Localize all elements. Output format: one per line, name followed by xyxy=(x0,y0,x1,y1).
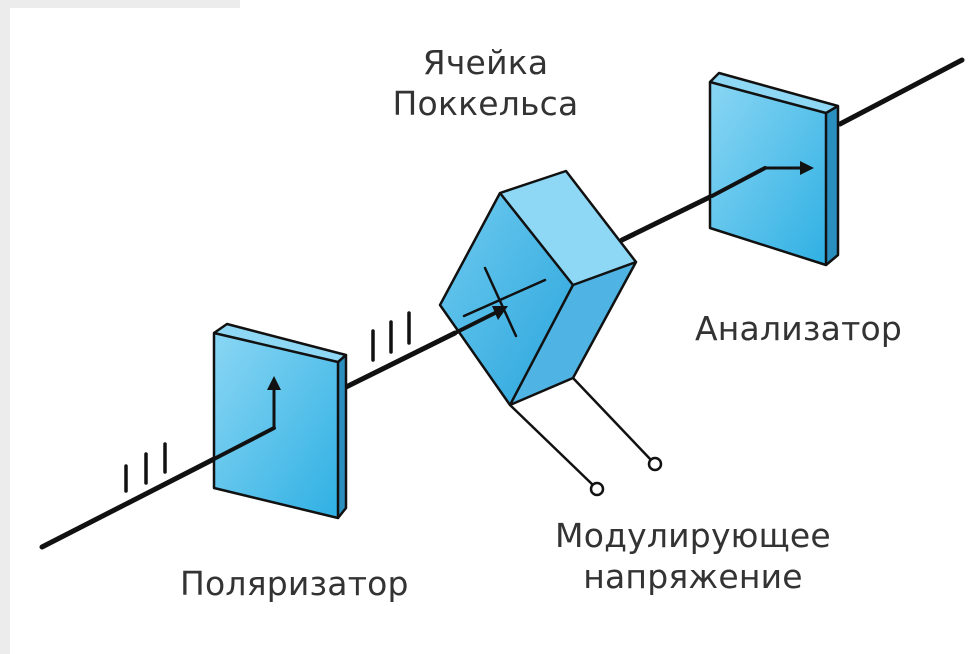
modulating-voltage-label-line1: Модулирующее xyxy=(555,516,831,555)
pockels-cell-label: Ячейка Поккельса xyxy=(378,42,593,125)
beam-segment-in xyxy=(39,456,217,550)
arrow-head-icon xyxy=(267,376,281,390)
beam-segment-out xyxy=(837,57,965,127)
beam-segment-post-cell xyxy=(619,193,715,243)
terminal-icon xyxy=(589,481,605,497)
modulating-voltage-label-line2: напряжение xyxy=(583,557,803,597)
pockels-cell-label-line1: Ячейка xyxy=(422,43,549,82)
arrow-head-icon xyxy=(492,306,508,320)
polarizer-plate xyxy=(212,322,348,520)
beam-segment-mid xyxy=(339,330,458,392)
crystal-axis-icon xyxy=(462,278,547,318)
pockels-cell-cube xyxy=(438,169,638,407)
light-beam xyxy=(39,57,965,550)
modulating-voltage-leads xyxy=(509,377,663,497)
polarizer-label: Поляризатор xyxy=(180,564,409,603)
frame-edge-left xyxy=(0,0,10,654)
modulating-voltage-label: Модулирующее напряжение xyxy=(548,515,838,598)
analyzer-plate xyxy=(708,71,840,267)
analyzer-label: Анализатор xyxy=(695,309,903,348)
terminal-icon xyxy=(647,456,663,472)
pockels-cell-label-line2: Поккельса xyxy=(392,84,579,124)
crystal-axis-icon xyxy=(483,266,518,338)
arrow-head-icon xyxy=(800,161,814,175)
polarization-marks-icon xyxy=(371,311,411,362)
frame-edge-top xyxy=(0,0,240,8)
polarization-marks-icon xyxy=(124,442,167,493)
